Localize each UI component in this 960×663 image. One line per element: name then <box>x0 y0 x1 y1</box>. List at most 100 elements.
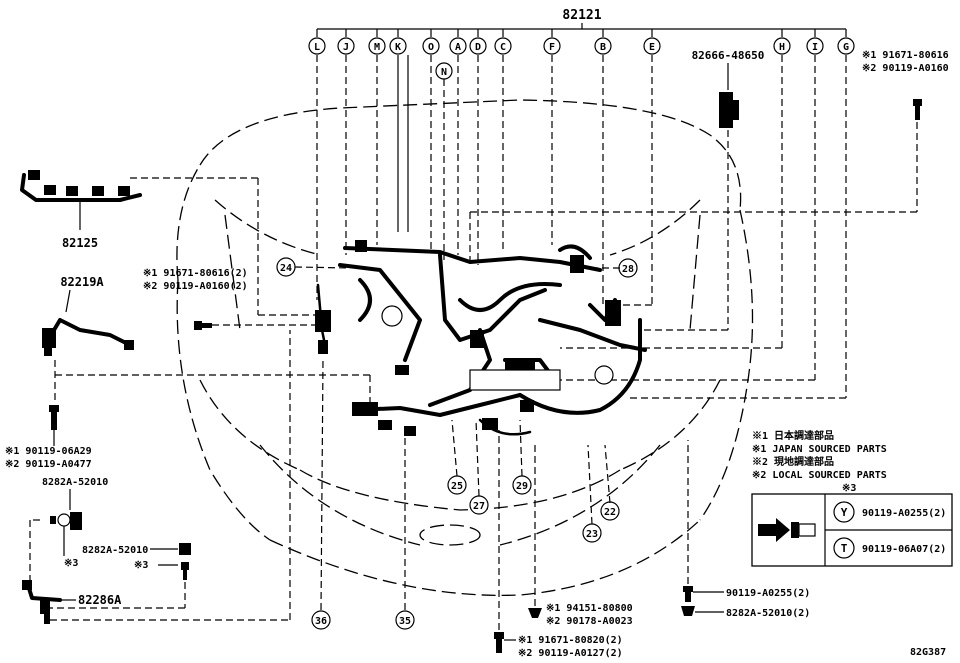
callout-23: 23 <box>582 523 602 543</box>
callout-24: 24 <box>276 257 296 277</box>
legend-line-4: ※2 LOCAL SOURCED PARTS <box>752 470 887 481</box>
engine-wire-harness <box>315 240 647 436</box>
note-mid-left-1: ※1 91671-80616(2) <box>143 268 248 279</box>
svg-text:A: A <box>455 42 461 53</box>
harness-82219a <box>42 318 134 356</box>
note-bottom-a2: ※2 90178-A0023 <box>546 616 633 627</box>
legend-symbol-t: T <box>841 542 848 555</box>
clamp-label-c: 8282A-52010(2) <box>726 608 810 619</box>
letter-callout-o: O <box>422 29 440 55</box>
svg-text:B: B <box>600 42 606 53</box>
callout-28: 28 <box>618 258 638 278</box>
note-bottom-b1: ※1 91671-80820(2) <box>518 635 623 646</box>
main-part-number: 82121 <box>562 8 601 23</box>
letter-callout-a: A <box>449 29 467 55</box>
svg-text:25: 25 <box>451 481 463 492</box>
letter-callout-e: E <box>643 29 661 55</box>
bolt-bottom-label: 90119-A0255(2) <box>726 588 810 599</box>
note-top-right-2: ※2 90119-A0160 <box>862 63 949 74</box>
part-82125-label: 82125 <box>62 236 98 250</box>
letter-callout-j: J <box>337 29 355 55</box>
clamp-bottom-right <box>681 606 695 616</box>
bolt-left <box>49 405 59 430</box>
clamp-left <box>50 512 82 530</box>
bolt-top-right <box>913 99 922 120</box>
letter-callout-g: G <box>837 29 855 55</box>
bolt-bottom-center <box>494 632 504 653</box>
letter-callout-k: K <box>389 29 407 55</box>
legend: ※1 日本調達部品 ※1 JAPAN SOURCED PARTS ※2 現地調達… <box>751 429 953 567</box>
callout-leaders <box>294 266 620 611</box>
callout-25: 25 <box>447 475 467 495</box>
note-left-1: ※1 90119-06A29 <box>5 446 92 457</box>
note-mid-left-2: ※2 90119-A0160(2) <box>143 281 248 292</box>
svg-text:27: 27 <box>473 501 485 512</box>
svg-text:23: 23 <box>586 529 598 540</box>
legend-box-title: ※3 <box>842 483 856 494</box>
svg-text:D: D <box>475 42 481 53</box>
svg-text:F: F <box>549 42 555 53</box>
letter-callout-l: L <box>308 29 326 55</box>
letter-callout-c: C <box>494 29 512 55</box>
clamp-label-b: 8282A-52010 <box>82 545 148 556</box>
svg-text:K: K <box>395 42 401 53</box>
part-82666-label: 82666-48650 <box>692 49 765 62</box>
star3-note-a: ※3 <box>64 558 78 569</box>
svg-text:28: 28 <box>622 264 634 275</box>
svg-text:24: 24 <box>280 263 292 274</box>
letter-callout-m: M <box>368 29 386 55</box>
part-82219a-label: 82219A <box>60 275 104 289</box>
svg-text:I: I <box>812 42 818 53</box>
legend-line-3: ※2 現地調達部品 <box>752 455 834 468</box>
svg-text:29: 29 <box>516 481 528 492</box>
letter-leader-lines <box>316 55 847 399</box>
letter-callout-f: F <box>543 29 561 55</box>
part-82286a-label: 82286A <box>78 593 122 607</box>
svg-text:35: 35 <box>399 616 411 627</box>
star3-note-b: ※3 <box>134 560 148 571</box>
letter-callout-i: I <box>806 29 824 55</box>
note-bottom-b2: ※2 90119-A0127(2) <box>518 648 623 659</box>
harness-82286a <box>22 580 62 624</box>
svg-text:C: C <box>500 42 506 53</box>
note-bottom-a1: ※1 94151-80800 <box>546 603 633 614</box>
letter-callout-b: B <box>594 29 612 55</box>
clamp-label-a: 8282A-52010 <box>42 477 108 488</box>
callout-27: 27 <box>469 495 489 515</box>
diagram-ref-code: 82G387 <box>910 647 946 658</box>
bolt-bottom-right <box>683 586 693 602</box>
letter-callout-n: N <box>435 62 453 80</box>
grommet-bottom <box>528 608 542 618</box>
svg-text:G: G <box>843 42 849 53</box>
letter-callout-d: D <box>469 29 487 55</box>
svg-text:H: H <box>779 42 785 53</box>
svg-text:L: L <box>314 42 320 53</box>
svg-text:J: J <box>343 42 349 53</box>
callout-22: 22 <box>600 501 620 521</box>
bolt-mid-left <box>194 321 212 330</box>
legend-symbol-y: Y <box>841 506 848 519</box>
svg-text:N: N <box>441 67 447 78</box>
letter-callout-h: H <box>773 29 791 55</box>
callout-35: 35 <box>395 610 415 630</box>
svg-text:E: E <box>649 42 655 53</box>
legend-line-2: ※1 JAPAN SOURCED PARTS <box>752 444 887 455</box>
legend-part-2: 90119-06A07(2) <box>862 544 946 555</box>
svg-text:O: O <box>428 42 434 53</box>
callout-36: 36 <box>311 610 331 630</box>
harness-82125 <box>20 170 142 230</box>
svg-text:36: 36 <box>315 616 327 627</box>
connector-82666 <box>719 92 739 128</box>
legend-part-1: 90119-A0255(2) <box>862 508 946 519</box>
vehicle-body-outline <box>176 99 754 597</box>
callout-29: 29 <box>512 475 532 495</box>
svg-text:M: M <box>374 42 380 53</box>
note-left-2: ※2 90119-A0477 <box>5 459 92 470</box>
legend-line-1: ※1 日本調達部品 <box>752 429 834 442</box>
note-top-right-1: ※1 91671-80616 <box>862 50 949 61</box>
clamp-middle <box>179 543 191 580</box>
